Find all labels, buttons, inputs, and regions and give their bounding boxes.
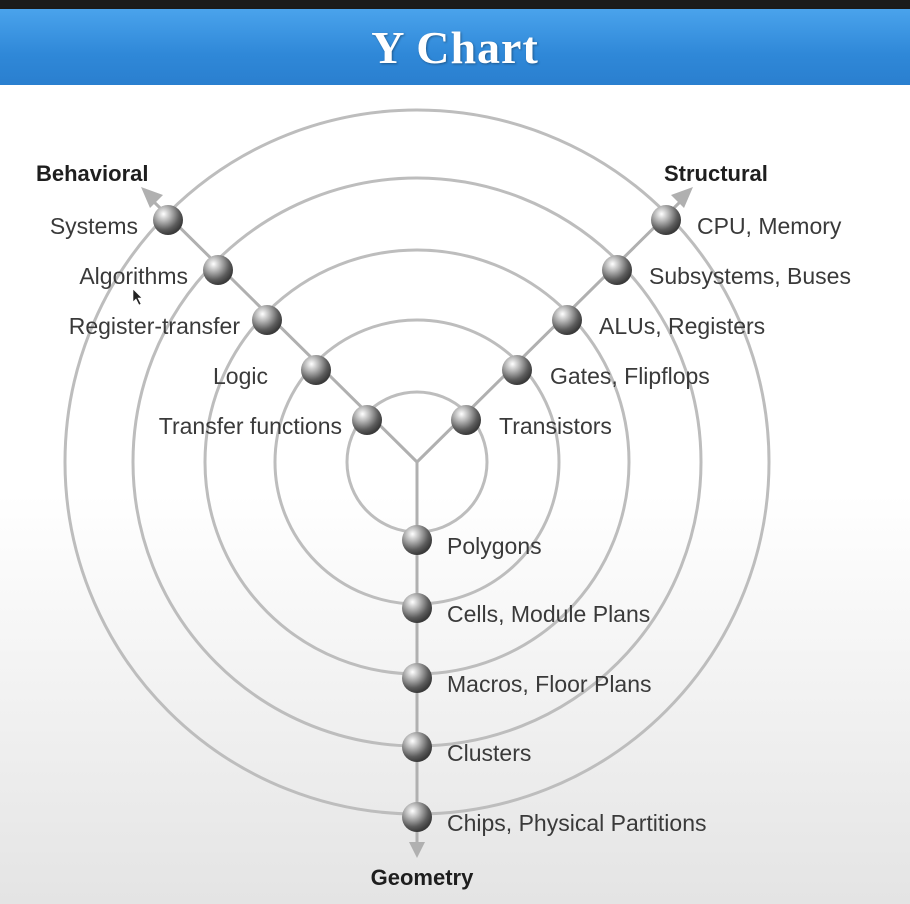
slide-background (0, 85, 910, 904)
label-transistors: Transistors (499, 413, 612, 439)
slide-title: Y Chart (371, 21, 539, 73)
label-subsystems-buses: Subsystems, Buses (649, 263, 851, 289)
geometry-labels: Polygons Cells, Module Plans Macros, Flo… (447, 533, 707, 836)
nodes (153, 205, 681, 832)
geometry-arrow (409, 842, 425, 858)
label-systems: Systems (50, 213, 138, 239)
node-alus-registers (552, 305, 582, 335)
label-register-transfer: Register-transfer (69, 313, 241, 339)
node-macros-floor-plans (402, 663, 432, 693)
node-cells-module-plans (402, 593, 432, 623)
axis-arrowheads (141, 187, 693, 858)
structural-axis-label: Structural (664, 161, 768, 186)
node-polygons (402, 525, 432, 555)
node-systems (153, 205, 183, 235)
label-alus-registers: ALUs, Registers (599, 313, 765, 339)
node-cpu-memory (651, 205, 681, 235)
node-subsystems-buses (602, 255, 632, 285)
geometry-axis-label: Geometry (371, 865, 474, 890)
node-chips-physical-partitions (402, 802, 432, 832)
node-transfer-functions (352, 405, 382, 435)
node-clusters (402, 732, 432, 762)
mouse-cursor-icon (132, 288, 143, 306)
label-polygons: Polygons (447, 533, 542, 559)
structural-labels: CPU, Memory Subsystems, Buses ALUs, Regi… (499, 213, 851, 439)
label-cells-module-plans: Cells, Module Plans (447, 601, 650, 627)
label-transfer-functions: Transfer functions (159, 413, 342, 439)
label-clusters: Clusters (447, 740, 531, 766)
structural-arrow (671, 187, 693, 208)
label-logic: Logic (213, 363, 268, 389)
top-border (0, 0, 910, 9)
node-transistors (451, 405, 481, 435)
title-bar: Y Chart (0, 9, 910, 85)
behavioral-labels: Systems Algorithms Register-transfer Log… (50, 213, 342, 439)
label-gates-flipflops: Gates, Flipflops (550, 363, 710, 389)
behavioral-arrow (141, 187, 163, 208)
axis-titles: Behavioral Structural Geometry (36, 161, 768, 890)
node-register-transfer (252, 305, 282, 335)
label-cpu-memory: CPU, Memory (697, 213, 842, 239)
label-macros-floor-plans: Macros, Floor Plans (447, 671, 652, 697)
behavioral-axis-label: Behavioral (36, 161, 149, 186)
node-logic (301, 355, 331, 385)
node-algorithms (203, 255, 233, 285)
label-chips-physical-partitions: Chips, Physical Partitions (447, 810, 707, 836)
node-gates-flipflops (502, 355, 532, 385)
label-algorithms: Algorithms (79, 263, 188, 289)
